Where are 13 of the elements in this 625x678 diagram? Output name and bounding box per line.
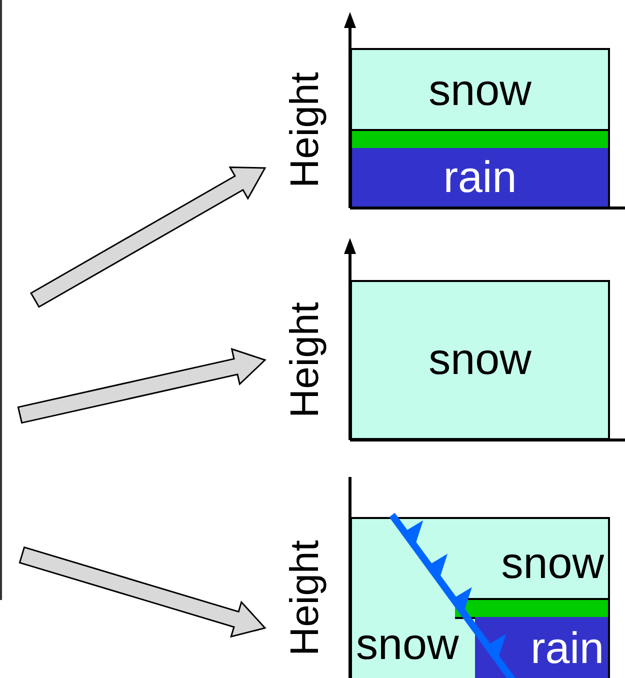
layer-band	[352, 129, 608, 150]
block-arrow	[30, 166, 266, 308]
block-arrow	[18, 546, 266, 638]
block-arrow	[17, 348, 266, 424]
layer-label: rain	[443, 156, 517, 200]
axis-label: Height	[285, 302, 325, 418]
axis-label: Height	[285, 540, 325, 656]
layer-label: snow	[428, 338, 532, 382]
layer-label: snow	[428, 68, 532, 112]
axis-label: Height	[285, 72, 325, 188]
layer-label: snow	[356, 623, 459, 667]
layer-label: rain	[530, 626, 604, 670]
layer-label: snow	[501, 542, 604, 586]
